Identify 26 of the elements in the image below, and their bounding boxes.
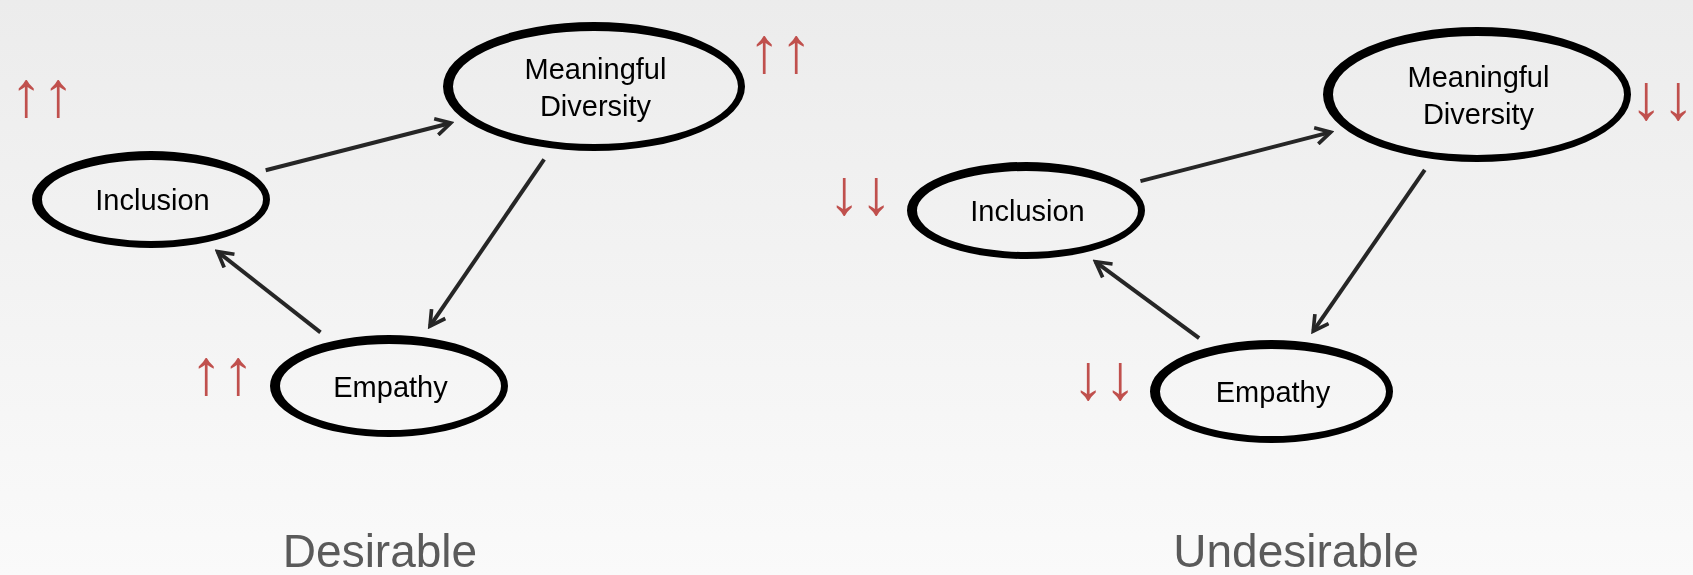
ellipse-node: [270, 335, 508, 437]
arrow: [1139, 125, 1333, 183]
node-label: Inclusion: [970, 194, 1085, 230]
ellipse-node: [907, 162, 1145, 259]
ellipse-node: [443, 22, 745, 151]
trend-arrows: ↓↓: [828, 160, 892, 224]
node-label: Inclusion: [95, 183, 210, 219]
ellipse-node: [1323, 27, 1631, 162]
node-label: Meaningful Diversity: [1406, 60, 1551, 132]
arrow: [1311, 168, 1427, 333]
section-title: Desirable: [282, 523, 478, 575]
ellipse-node: [1150, 340, 1393, 443]
trend-arrows: ↑↑: [10, 62, 74, 126]
arrow: [428, 158, 546, 328]
trend-arrows: ↑↑: [748, 18, 812, 82]
trend-arrows: ↑↑: [190, 340, 254, 404]
trend-arrows: ↓↓: [1630, 65, 1693, 129]
arrow: [265, 116, 453, 173]
node-label: Empathy: [333, 369, 448, 405]
node-label: Empathy: [1215, 375, 1331, 411]
arrow: [215, 249, 322, 334]
ellipse-node: [32, 151, 270, 248]
section-title: Undesirable: [1173, 523, 1419, 575]
arrow: [1093, 259, 1201, 340]
node-label: Meaningful Diversity: [523, 52, 668, 124]
trend-arrows: ↓↓: [1072, 345, 1136, 409]
